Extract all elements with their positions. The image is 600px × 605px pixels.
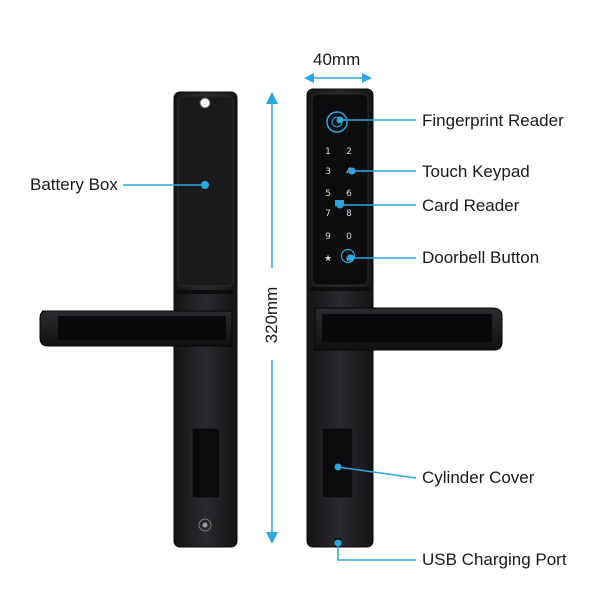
keypad-key: 0: [346, 232, 352, 242]
card-reader-label: Card Reader: [422, 196, 520, 215]
keypad-key: 7: [325, 209, 331, 219]
width-dimension-label: 40mm: [313, 50, 361, 69]
keypad-key: 1: [325, 147, 331, 157]
keypad-key: 8: [346, 209, 352, 219]
width-dimension: [304, 73, 372, 83]
fingerprint-reader-label: Fingerprint Reader: [422, 111, 564, 130]
keypad-key: 9: [325, 232, 331, 242]
keypad-key: 5: [325, 189, 331, 199]
doorbell-button-label: Doorbell Button: [422, 248, 540, 267]
front-callout-leaders: [334, 116, 417, 561]
keypad-key: ★: [324, 254, 332, 264]
keypad-key: 2: [346, 147, 352, 157]
back-handle: [39, 310, 233, 347]
usb-charging-port-label: USB Charging Port: [422, 550, 567, 569]
keypad-key: 6: [346, 189, 352, 199]
touch-keypad-label: Touch Keypad: [422, 162, 530, 181]
doorbell-button-ring: [340, 248, 356, 264]
battery-box-label: Battery Box: [30, 175, 118, 194]
cylinder-cover-label: Cylinder Cover: [422, 468, 535, 487]
height-dimension: [266, 92, 278, 544]
keypad-key: 3: [325, 167, 331, 177]
front-handle: [314, 307, 503, 351]
height-dimension-label: 320mm: [262, 286, 281, 344]
